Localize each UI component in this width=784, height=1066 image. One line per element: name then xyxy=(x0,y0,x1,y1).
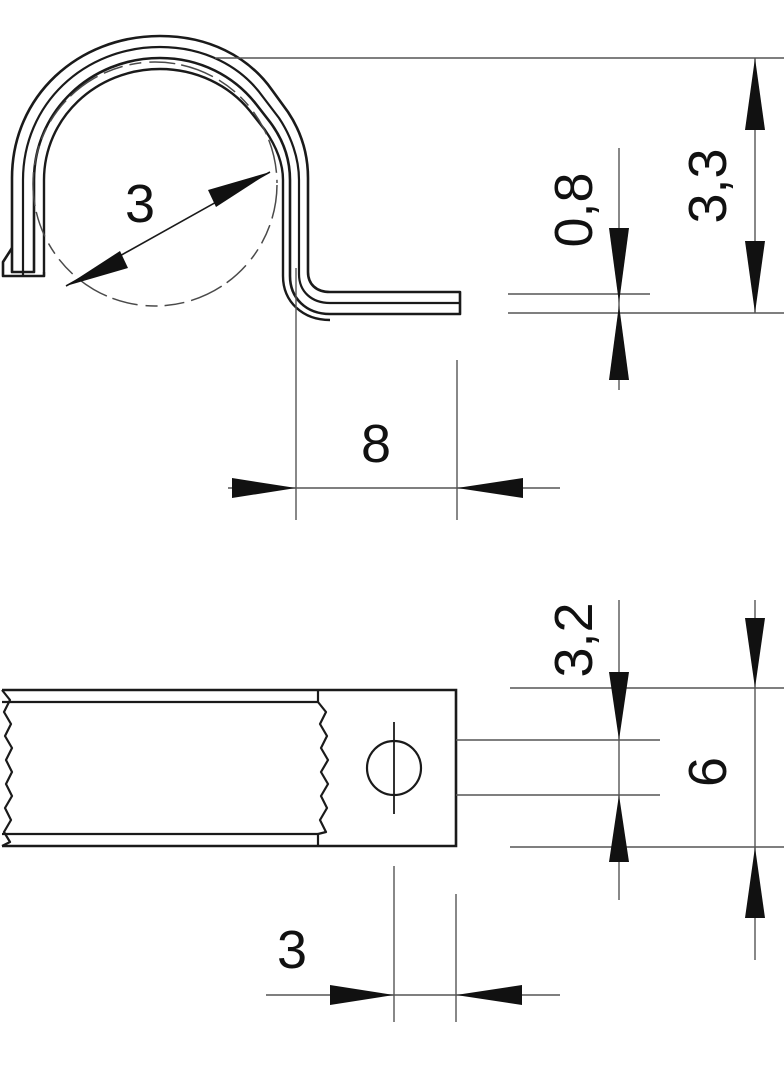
hole-offset-label: 3 xyxy=(277,920,307,980)
hole-diameter-arrow-up xyxy=(609,672,629,740)
clamp-middle-contour xyxy=(21,45,460,305)
overall-width-dimension: 6 xyxy=(678,600,765,960)
bore-circle-hidden xyxy=(32,61,278,307)
hole-diameter-dimension: 3,2 xyxy=(544,600,629,900)
hole-diameter-label: 3,2 xyxy=(544,602,604,677)
overall-height-label: 3,3 xyxy=(678,148,738,223)
overall-height-arrow-bottom xyxy=(745,241,765,313)
tab-thickness-label: 0,8 xyxy=(544,172,604,247)
hole-offset-arrow-right xyxy=(456,985,522,1005)
tab-length-arrow-right xyxy=(457,478,523,498)
bore-diameter-dimension: 3 xyxy=(65,171,271,287)
overall-width-arrow-up xyxy=(745,618,765,688)
hole-offset-dimension: 3 xyxy=(266,920,560,1005)
overall-height-arrow-top xyxy=(745,58,765,130)
overall-width-arrow-down xyxy=(745,847,765,918)
front-view: 3 0,8 3,3 8 xyxy=(1,34,784,520)
bore-diameter-label: 3 xyxy=(125,174,155,234)
overall-height-dimension: 3,3 xyxy=(678,58,765,313)
tab-length-dimension: 8 xyxy=(228,414,560,498)
tab-length-label: 8 xyxy=(361,414,391,474)
clamp-open-end-tip xyxy=(1,247,46,278)
hole-offset-arrow-left xyxy=(330,985,394,1005)
overall-width-label: 6 xyxy=(678,757,738,787)
clamp-inner-contour xyxy=(42,67,331,322)
side-view-break-line-band xyxy=(317,701,330,836)
tab-thickness-dimension: 0,8 xyxy=(544,148,629,390)
tab-thickness-arrow-up xyxy=(609,228,629,303)
bore-arrow-right xyxy=(208,172,270,207)
tab-length-arrow-left xyxy=(232,478,296,498)
side-view-break-line-left xyxy=(1,689,14,847)
tab-thickness-arrow-down xyxy=(609,305,629,380)
hole-diameter-arrow-down xyxy=(609,795,629,862)
bore-arrow-left xyxy=(66,251,128,286)
side-view-body-outline xyxy=(2,688,458,848)
side-view: 3,2 6 3 xyxy=(1,600,784,1022)
